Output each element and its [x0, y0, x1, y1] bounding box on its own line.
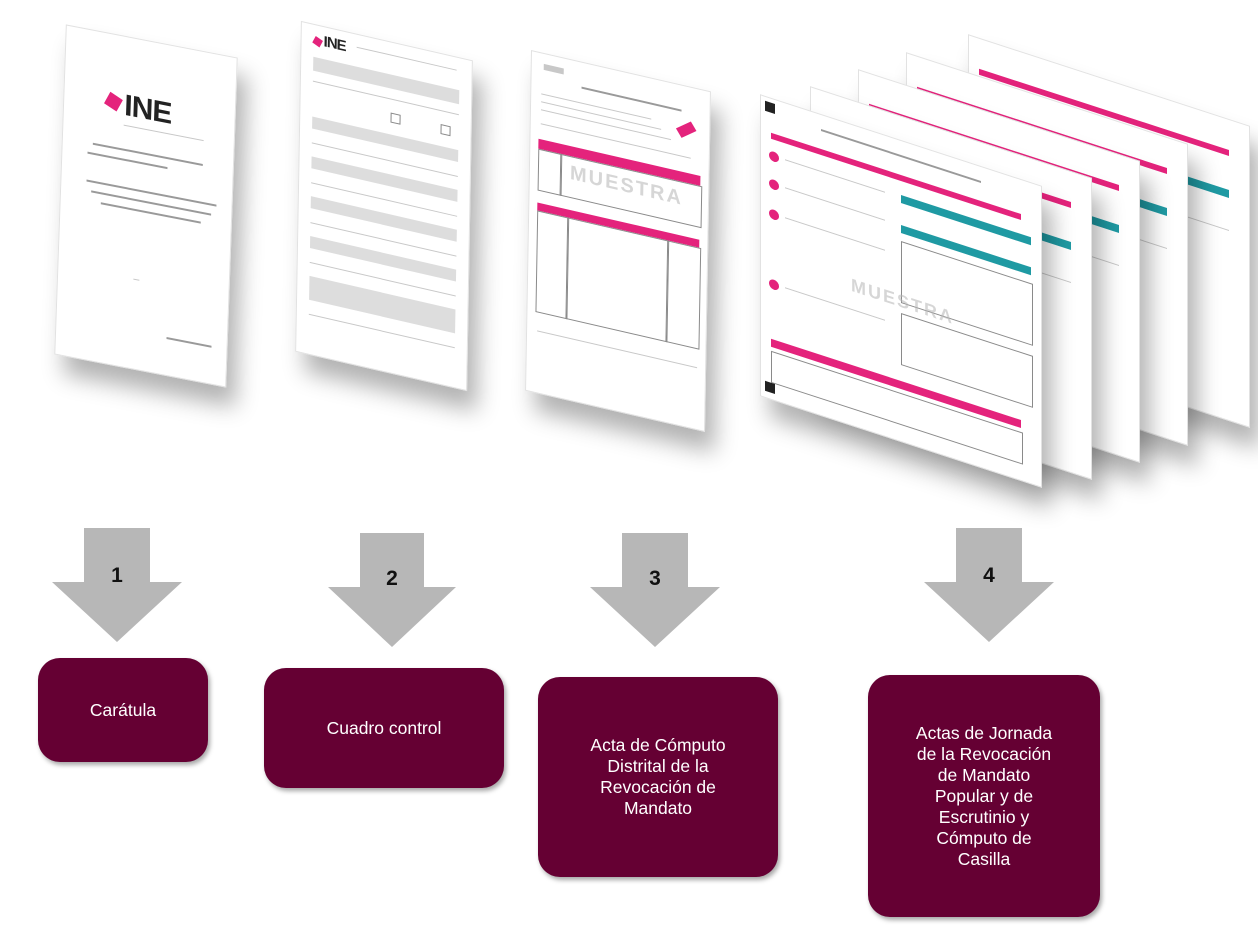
step-2-label-box: Cuadro control: [264, 668, 504, 788]
cuadro-control-document-image: INE: [295, 20, 473, 392]
caratula-document-image: INE: [54, 24, 238, 388]
down-arrow-icon: [52, 528, 182, 642]
acta-computo-distrital-document-image: MUESTRA: [525, 49, 711, 433]
step-4-arrow: 4: [924, 528, 1054, 642]
step-1-number: 1: [111, 564, 123, 587]
step-4-label-box: Actas de Jornada de la Revocación de Man…: [868, 675, 1100, 917]
step-4-number: 4: [983, 564, 995, 587]
step-2-number: 2: [386, 567, 398, 590]
ine-logo-icon: [104, 91, 123, 112]
down-arrow-icon: [590, 533, 720, 647]
ine-logo-text-small: INE: [323, 33, 346, 56]
step-3-label-box: Acta de Cómputo Distrital de la Revocaci…: [538, 677, 778, 877]
step-3-number: 3: [649, 567, 661, 590]
ine-logo-icon-small: [312, 35, 323, 48]
down-arrow-icon: [328, 533, 456, 647]
step-1-label-box: Carátula: [38, 658, 208, 762]
pink-check-mark-icon: [675, 121, 697, 138]
step-1-arrow: 1: [52, 528, 182, 642]
step-2-arrow: 2: [328, 533, 456, 647]
step-3-arrow: 3: [590, 533, 720, 647]
down-arrow-icon: [924, 528, 1054, 642]
